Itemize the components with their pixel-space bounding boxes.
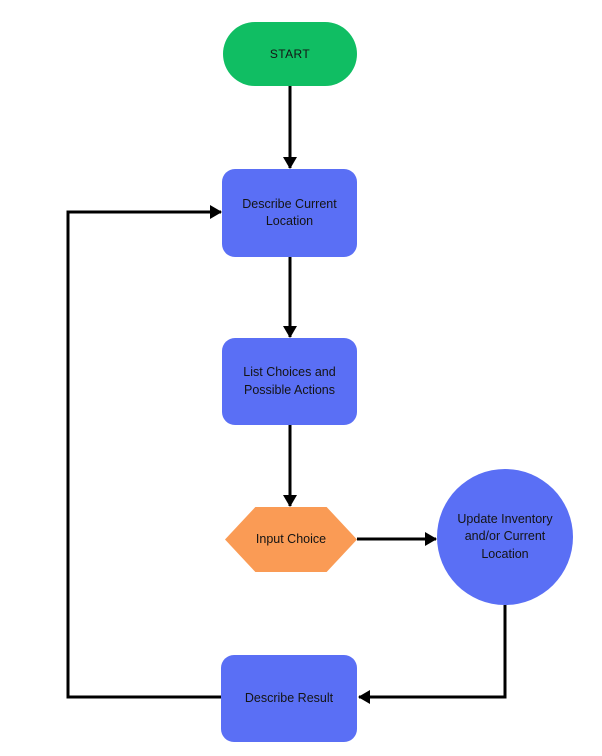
node-update-inventory-label: Update Inventory and/or Current Location: [457, 511, 553, 561]
node-list-choices-and-possible-actions: List Choices and Possible Actions: [222, 338, 357, 425]
node-describe-current-location-label: Describe Current Location: [242, 196, 337, 229]
node-describe-result-label: Describe Result: [244, 690, 334, 705]
node-describe-result: Describe Result: [221, 655, 357, 742]
node-start-label: START: [269, 46, 311, 61]
node-start: START: [223, 22, 357, 86]
node-describe-current-location: Describe Current Location: [222, 169, 357, 257]
node-input-choice-label: Input Choice: [255, 531, 327, 546]
node-list-choices-label: List Choices and Possible Actions: [243, 365, 336, 397]
node-input-choice: Input Choice: [225, 507, 357, 572]
node-update-inventory: Update Inventory and/or Current Location: [437, 469, 573, 605]
edge-update-inventory-to-describe-result: [358, 605, 507, 704]
edge-describe-result-to-describe-location: [66, 205, 222, 699]
